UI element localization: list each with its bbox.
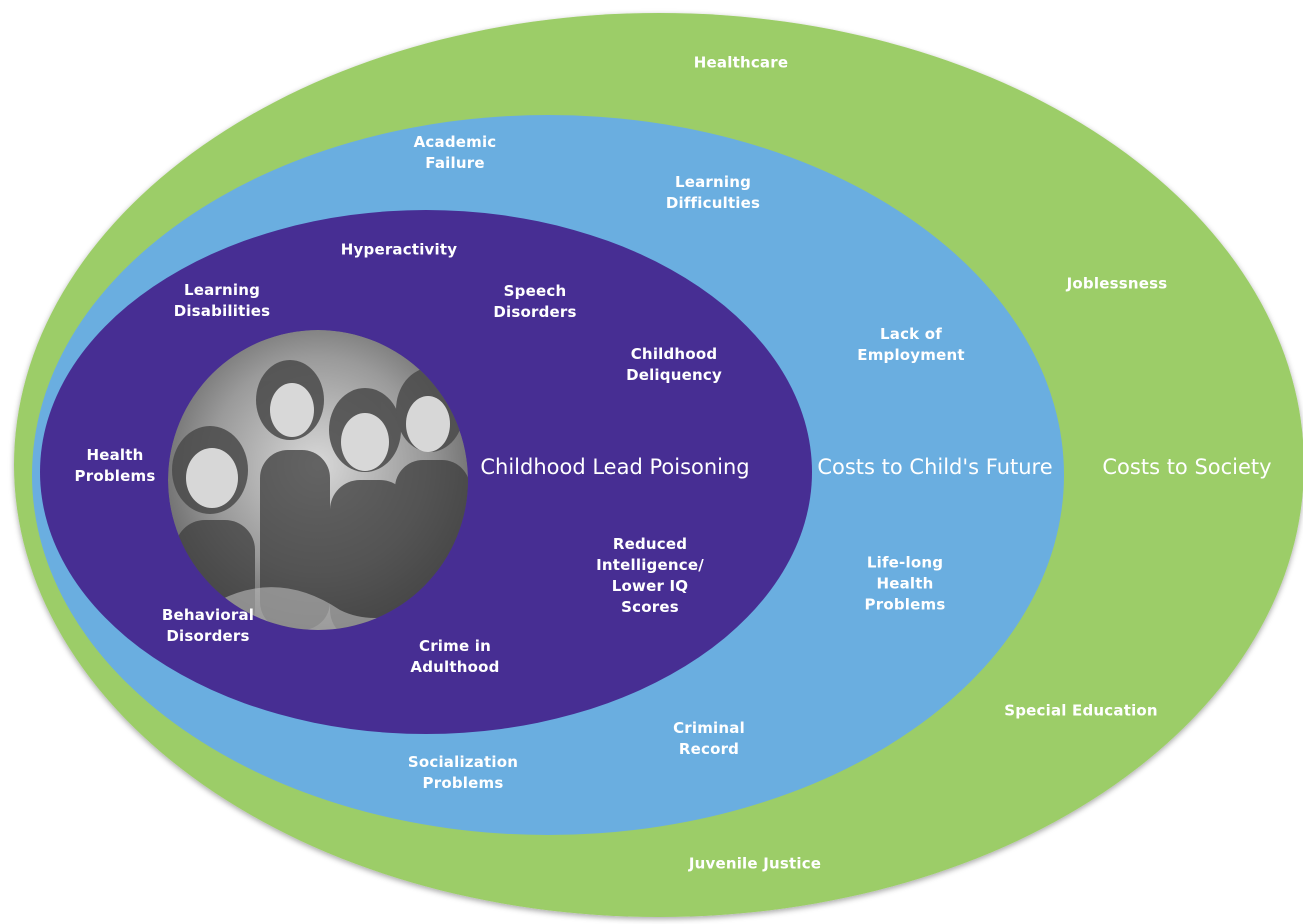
lead-item-reduced-intelligence: Reduced Intelligence/ Lower IQ Scores	[596, 535, 704, 616]
society-ring-title: Costs to Society	[1102, 455, 1272, 479]
future-item-socialization-problems: Socialization Problems	[407, 753, 519, 792]
lead-item-hyperactivity: Hyperactivity	[340, 240, 458, 259]
society-item-joblessness: Joblessness	[1066, 274, 1168, 293]
lead-item-learning-disabilities: Learning Disabilities	[173, 281, 271, 320]
future-item-learning-difficulties: Learning Difficulties	[665, 173, 761, 212]
lead-item-health-problems: Health Problems	[74, 446, 156, 485]
lead-poisoning-ring-title: Childhood Lead Poisoning	[480, 455, 750, 479]
future-item-criminal-record: Criminal Record	[673, 719, 745, 758]
society-item-healthcare: Healthcare	[693, 53, 789, 72]
society-item-juvenile-justice: Juvenile Justice	[688, 854, 822, 873]
lead-item-behavioral-disorders: Behavioral Disorders	[161, 606, 255, 645]
lead-item-crime-in-adulthood: Crime in Adulthood	[410, 637, 500, 676]
future-item-lack-of-employment: Lack of Employment	[857, 325, 965, 364]
child-future-ring-title: Costs to Child's Future	[817, 455, 1053, 479]
future-item-academic-failure: Academic Failure	[413, 133, 497, 172]
lead-item-childhood-deliquency: Childhood Deliquency	[626, 345, 722, 384]
society-item-special-education: Special Education	[1004, 701, 1158, 720]
lead-item-speech-disorders: Speech Disorders	[493, 282, 577, 321]
future-item-life-long-health-problems: Life-long Health Problems	[864, 553, 946, 614]
